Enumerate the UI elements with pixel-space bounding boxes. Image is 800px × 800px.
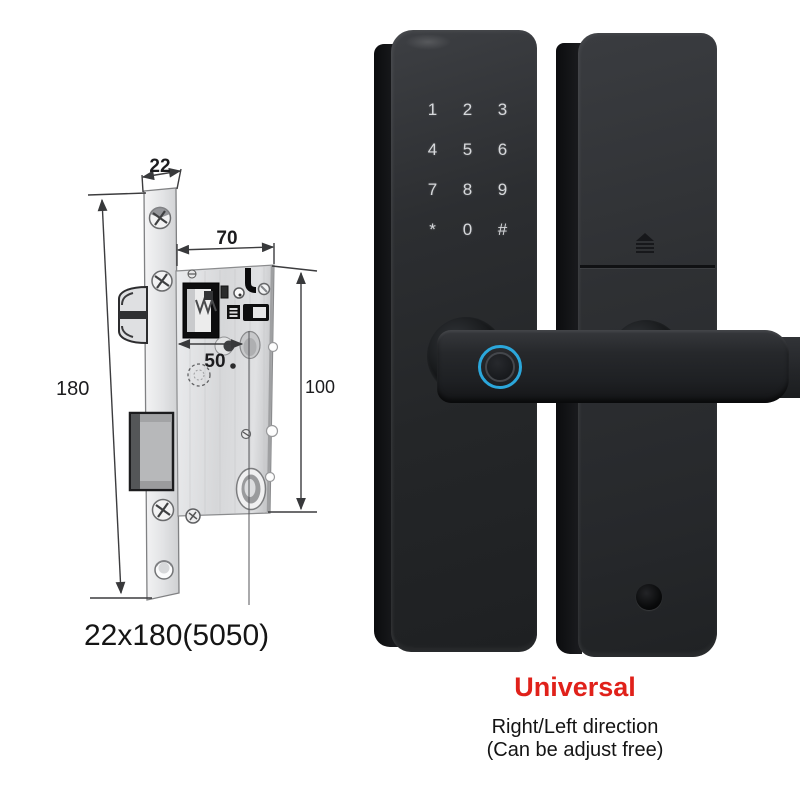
dim-label-180: 180 xyxy=(56,378,89,400)
screw-body-bottom xyxy=(185,508,201,524)
body-cutouts xyxy=(187,268,279,483)
front-handle xyxy=(437,330,789,403)
eject-triangle xyxy=(636,233,654,241)
keypad-key-9: 9 xyxy=(497,180,508,199)
keypad-key-star: * xyxy=(429,220,436,239)
keypad-key-hash: # xyxy=(497,220,508,239)
latch-bolt xyxy=(118,285,148,345)
cylinder-hole xyxy=(235,467,267,511)
keypad-key-4: 4 xyxy=(427,140,438,159)
dim-label-100: 100 xyxy=(305,377,335,397)
keypad: 1 2 3 4 5 6 7 8 9 * 0 # xyxy=(415,90,520,250)
fingerprint-sensor xyxy=(485,352,515,382)
keypad-key-5: 5 xyxy=(462,140,473,159)
hex-hole xyxy=(154,560,174,580)
battery-cover-seam xyxy=(580,265,715,268)
battery-eject-icon xyxy=(632,233,658,259)
spindle-hole xyxy=(636,584,662,610)
dimension-lines xyxy=(87,167,318,599)
mechanism-window xyxy=(182,282,220,339)
dim-label-22: 22 xyxy=(149,156,170,177)
dim-label-50: 50 xyxy=(204,351,225,372)
universal-label: Universal xyxy=(514,672,636,702)
spring xyxy=(195,296,217,316)
keypad-key-1: 1 xyxy=(427,100,438,119)
keypad-key-2: 2 xyxy=(462,100,473,119)
dimension-labels: 22 70 50 100 180 xyxy=(56,156,335,400)
deadbolt xyxy=(128,411,175,492)
screw-top xyxy=(148,206,172,230)
eject-bar xyxy=(636,251,654,253)
dim-label-70: 70 xyxy=(216,228,237,249)
fingerprint-ring xyxy=(478,345,522,389)
dim-22 xyxy=(141,167,182,193)
direction-note-line1: Right/Left direction xyxy=(491,716,659,738)
size-caption: 22x180(5050) xyxy=(84,619,270,652)
keypad-key-6: 6 xyxy=(497,140,508,159)
direction-note: Right/Left direction (Can be adjust free… xyxy=(430,716,720,762)
keypad-key-8: 8 xyxy=(462,180,473,199)
faceplate-screws xyxy=(148,206,201,580)
eject-bar xyxy=(636,247,654,249)
keypad-key-0: 0 xyxy=(462,220,473,239)
faceplate xyxy=(143,187,180,601)
keypad-key-3: 3 xyxy=(497,100,508,119)
dim-100 xyxy=(268,265,318,513)
dim-70 xyxy=(176,242,275,266)
dim-180 xyxy=(87,192,152,599)
eject-bar xyxy=(636,243,654,245)
j-slot xyxy=(245,268,257,293)
dashed-position-circle xyxy=(187,363,211,387)
screw-bottom xyxy=(151,498,175,522)
screw-middle xyxy=(151,270,173,292)
keypad-key-7: 7 xyxy=(427,180,438,199)
direction-note-line2: (Can be adjust free) xyxy=(486,739,664,761)
